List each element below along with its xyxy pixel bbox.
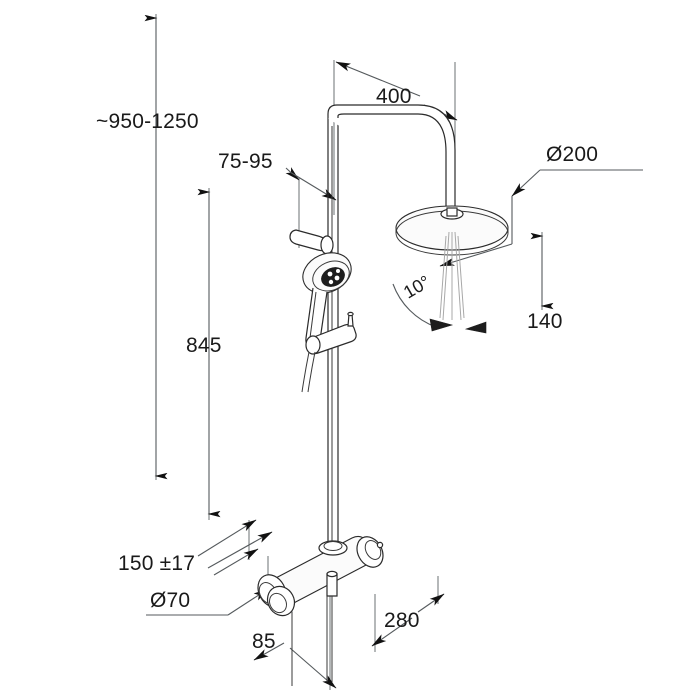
shower-hose [301,351,316,393]
dimension-labels: ~950-1250 75-95 400 Ø200 140 10° 845 150… [96,85,598,653]
spray-angle-annotation [392,283,487,334]
dim-label-valve-width: 280 [384,609,420,632]
dim-label-inlet-cover-diameter: Ø70 [150,589,190,612]
dim-label-valve-depth: 85 [252,630,276,653]
dim-label-inlet-centers: 150 ±17 [118,552,195,575]
dim-label-head-shower-height-offset: 140 [527,310,563,333]
wall-bracket [289,229,334,255]
hand-shower [302,252,352,294]
head-shower [395,205,509,256]
dim-400-left-arrow [335,61,421,97]
spray-cone [439,231,465,321]
dim-85-left-arrow [253,642,285,661]
angle-arrow-right [464,321,487,334]
leader-lines [146,169,643,616]
shower-holder [305,311,357,355]
angle-arc [392,283,437,328]
dim-280-lower-arrow [371,617,413,647]
dim-label-rail-length: 845 [186,334,222,357]
thermostatic-valve [257,535,384,682]
dim-label-spray-angle: 10° [400,272,434,303]
dim-150-lower-arrow-b [213,548,259,576]
shower-system-geometry [257,104,509,686]
angle-arrow-left [429,318,454,332]
dim-label-arm-reach: 400 [376,85,412,108]
dim-85-right-arrow [289,647,337,689]
dim-label-head-shower-diameter: Ø200 [546,143,598,166]
dim-label-wall-bracket-offset: 75-95 [218,150,273,173]
dia200-leader [511,169,541,197]
dim-7595-right-arrow [289,171,337,201]
shower-arm [327,104,456,208]
dim-280-upper-arrow [417,593,445,613]
dim-label-overall-height: ~950-1250 [96,110,199,133]
dim-150-upper-arrow [197,519,257,557]
dim-150-lower-arrow-a [207,531,273,569]
